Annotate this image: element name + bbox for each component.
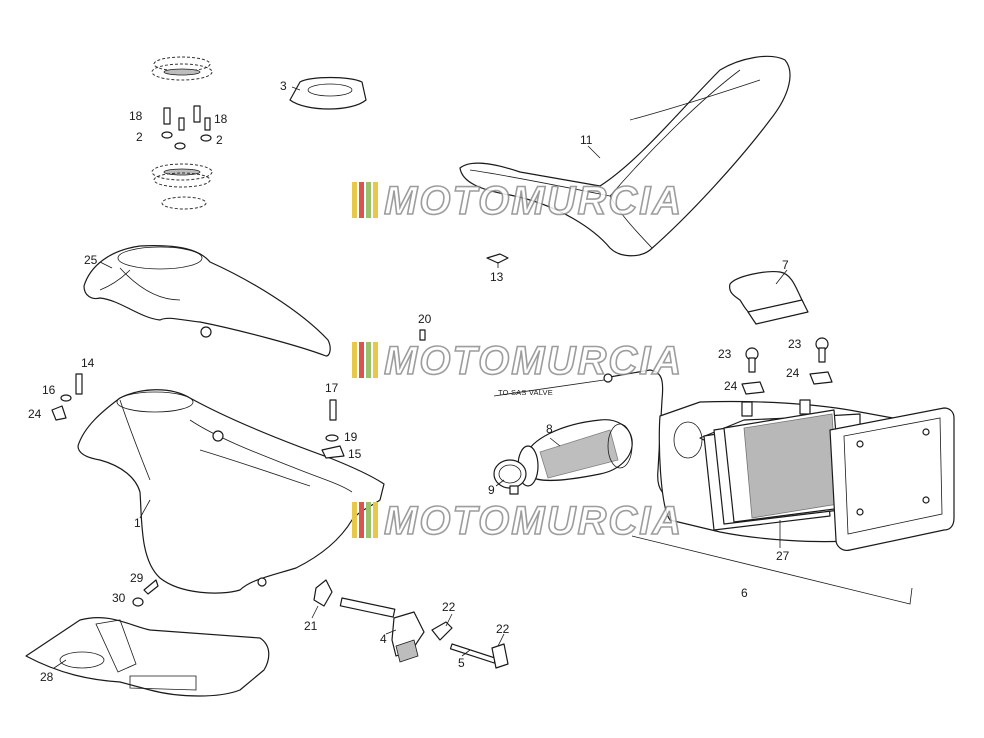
- watermark-text-middle: MOTOMURCIA: [384, 339, 683, 383]
- tank-fasteners-part: [51, 329, 426, 607]
- watermark-text-bottom: MOTOMURCIA: [384, 499, 683, 543]
- callout-labels: 11 3 18 2 18 2 13 25 7 20 23 23 24 24 14…: [28, 79, 802, 684]
- gasket-ring-part: [289, 76, 367, 110]
- callout-23-right: 23: [788, 337, 802, 351]
- callout-16: 16: [42, 383, 56, 397]
- callout-5: 5: [458, 656, 465, 670]
- callout-30: 30: [112, 591, 126, 605]
- air-cover-cap-part: [729, 271, 809, 325]
- seat-part: [459, 55, 791, 257]
- intake-manifold-part: [493, 419, 633, 495]
- clip-part-13: [486, 253, 509, 264]
- watermark-logo-top: MOTOMURCIA: [352, 178, 683, 224]
- callout-4: 4: [380, 632, 387, 646]
- callout-29: 29: [130, 571, 144, 585]
- callout-20: 20: [418, 312, 432, 326]
- watermark: MOTOMURCIA MOTOMURCIA MOTOMURCIA: [352, 178, 683, 544]
- airbox-group-bracket: [631, 535, 913, 605]
- sas-hose-clip: [603, 373, 613, 383]
- fuel-tap-part: [313, 579, 509, 669]
- callout-2-left: 2: [136, 130, 143, 144]
- callout-3: 3: [280, 79, 287, 93]
- callout-22-left: 22: [442, 600, 456, 614]
- callout-8: 8: [546, 422, 553, 436]
- callout-28: 28: [40, 670, 54, 684]
- callout-14: 14: [81, 356, 95, 370]
- callout-19: 19: [344, 430, 358, 444]
- callout-18-right: 18: [214, 112, 228, 126]
- callout-11: 11: [580, 133, 593, 147]
- callout-9: 9: [488, 483, 495, 497]
- tank-cover-part: [83, 245, 331, 357]
- callout-24-airbox-right: 24: [786, 366, 800, 380]
- callout-13: 13: [490, 270, 504, 284]
- callout-6: 6: [741, 586, 748, 600]
- sas-valve-note: TO SAS VALVE: [498, 388, 553, 397]
- callout-7: 7: [782, 258, 789, 272]
- callout-23-left: 23: [718, 347, 732, 361]
- callout-1: 1: [134, 516, 141, 530]
- callout-17: 17: [325, 381, 339, 395]
- airbox-fasteners-part: [741, 337, 833, 395]
- callout-24-airbox-left: 24: [724, 379, 738, 393]
- air-box-part: [658, 399, 955, 551]
- watermark-logo-middle: MOTOMURCIA: [352, 338, 683, 384]
- callout-2-right: 2: [216, 133, 223, 147]
- callout-25: 25: [84, 253, 98, 267]
- watermark-logo-bottom: MOTOMURCIA: [352, 498, 683, 544]
- fuel-tank-part: [77, 389, 385, 594]
- bearing-set-part: [151, 56, 213, 210]
- callout-18-left: 18: [129, 109, 143, 123]
- callout-22-right: 22: [496, 622, 510, 636]
- callout-21: 21: [304, 619, 318, 633]
- watermark-text-top: MOTOMURCIA: [384, 179, 683, 223]
- callout-15: 15: [348, 447, 362, 461]
- callout-27: 27: [776, 549, 790, 563]
- callout-24-tank: 24: [28, 407, 42, 421]
- leader-lines: [53, 86, 788, 669]
- bracket-plate-part: [25, 616, 270, 697]
